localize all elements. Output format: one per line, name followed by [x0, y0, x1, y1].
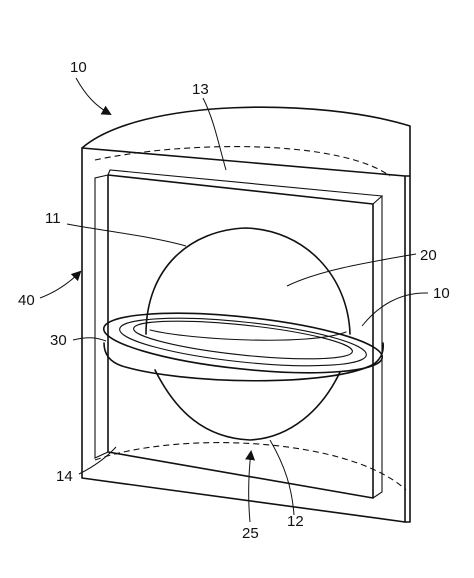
label-ring-right: 10	[433, 285, 450, 302]
label-cover: 13	[192, 81, 209, 98]
sphere-lower-hemisphere	[154, 369, 341, 441]
inner-cavity	[94, 169, 384, 499]
sphere-upper-hemisphere	[145, 227, 351, 335]
ring	[102, 312, 385, 382]
sphere-leader	[286, 253, 417, 287]
label-housing: 40	[18, 292, 35, 309]
cavity-frame	[107, 174, 374, 499]
sphere-inner-rim	[149, 329, 347, 341]
base-leader	[78, 446, 117, 475]
reference-numerals: 10 13 11 20 10 40 30 14 25 12	[18, 59, 450, 542]
label-device: 10	[70, 59, 87, 76]
housing-right-side	[404, 175, 411, 523]
device-arrow	[75, 77, 112, 115]
leader-lines	[39, 77, 429, 523]
cover-leader	[202, 97, 227, 171]
cavity-right-edge	[372, 195, 383, 499]
ring-outer	[102, 312, 384, 374]
housing-block	[81, 106, 411, 523]
label-sphere: 20	[420, 247, 437, 264]
ring-middle	[119, 317, 367, 367]
lower-chamber-leader	[269, 439, 295, 516]
lower-point-arrow	[245, 450, 256, 523]
upper-chamber-leader	[66, 223, 187, 247]
cavity-top-edge	[107, 169, 384, 205]
housing-front-face	[81, 147, 406, 523]
label-upper-chamber: 11	[45, 210, 61, 227]
housing-top-cap	[81, 106, 411, 177]
housing-hidden-top-edge	[94, 146, 391, 177]
ring-right-leader	[361, 292, 429, 327]
cavity-left-edge	[94, 174, 109, 459]
label-lower-chamber: 12	[287, 513, 304, 530]
housing-hidden-bottom-edge	[94, 442, 407, 491]
ring-thickness	[103, 342, 385, 382]
ring-inner	[133, 320, 353, 360]
ring-leader	[72, 337, 107, 342]
housing-arrow	[39, 270, 82, 299]
label-ring: 30	[50, 332, 67, 349]
label-lower-point: 25	[242, 525, 259, 542]
label-base: 14	[56, 468, 73, 485]
